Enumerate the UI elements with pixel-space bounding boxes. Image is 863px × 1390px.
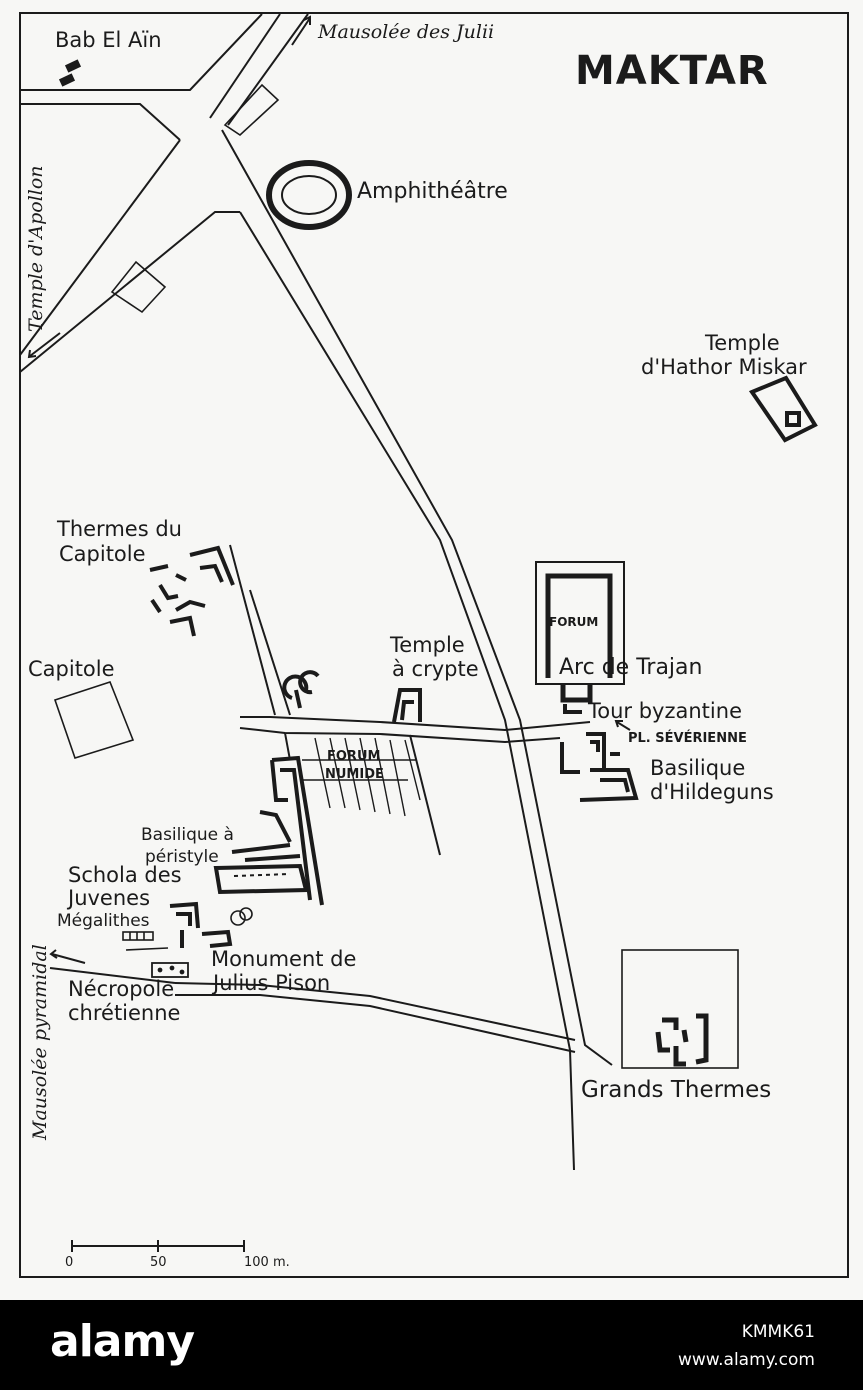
map-area: 0 50 100 m. MAKTAR Bab El Aïn Mausolée d… [19,12,849,1278]
label-thermes-capitole-line1: Thermes du [56,517,182,541]
temple-hathor-structure [748,375,818,443]
label-temple-crypte-line1: Temple [389,633,465,657]
label-necropole-line1: Nécropole [68,977,174,1001]
forum-structure [535,561,625,714]
label-forum-numide-line1: FORUM [327,749,380,764]
round-monument [282,670,320,709]
arrow-to-mausolee-julii [291,17,311,46]
grands-thermes-structure [655,1013,709,1067]
brand-logo: alamy [50,1316,195,1367]
label-temple-hathor-line2: d'Hathor Miskar [641,355,807,379]
basilique-hildeguns-structure [560,732,639,802]
label-amphitheatre: Amphithéâtre [357,179,508,204]
site-url: www.alamy.com [677,1350,815,1370]
label-temple-crypte-line2: à crypte [392,657,479,681]
temple-crypte-structure [392,688,422,723]
label-basilique-peristyle-line2: péristyle [145,847,219,867]
watermark-footer: alamy KMMK61 www.alamy.com [0,1300,863,1390]
roads [19,13,613,1171]
megalithes-structure [122,931,169,951]
forum-numide-hatch [300,737,421,817]
label-necropole-line2: chrétienne [68,1001,180,1025]
map-canvas: 0 50 100 m. MAKTAR Bab El Aïn Mausolée d… [19,12,849,1278]
bab-el-ain-structure [58,59,82,87]
label-forum: FORUM [549,615,598,629]
label-temple-apollon: Temple d'Apollon [25,165,47,332]
basilique-peristyle-structure [213,755,324,906]
arrow-to-mausolee-pyramidal [51,953,86,964]
label-capitole: Capitole [28,657,115,681]
label-pl-severienne: PL. SÉVÉRIENNE [628,730,747,746]
label-tour-byzantine: Tour byzantine [587,699,742,723]
arrow-to-pl-severienne [616,721,631,731]
label-basilique-peristyle-line1: Basilique à [141,825,234,845]
label-schola-line1: Schola des [68,863,182,887]
label-basilique-hildeguns-line2: d'Hildeguns [650,780,774,804]
monument-pison-structure [151,962,189,978]
map-frame [19,12,849,1278]
label-bab-el-ain: Bab El Aïn [55,28,162,52]
label-monument-pison-line2: Julius Pison [211,971,330,995]
amphitheatre-structure [266,160,352,230]
scale-bar [71,1240,245,1252]
tree-symbol [230,907,253,926]
label-arc-trajan: Arc de Trajan [559,655,702,680]
scale-tick-100: 100 m. [244,1255,290,1270]
schola-structure [169,901,233,948]
scale-tick-0: 0 [65,1255,73,1270]
label-schola-line2: Juvenes [66,886,150,910]
direction-arrows [27,15,631,964]
label-mausolee-pyramidal: Mausolée pyramidal [29,944,51,1141]
small-plots [53,83,739,1069]
arrow-to-temple-apollon [29,332,61,357]
label-thermes-capitole-line2: Capitole [59,542,146,566]
thermes-capitole-structure [149,545,235,637]
label-forum-numide-line2: NUMIDE [325,767,384,782]
label-mausolee-julii: Mausolée des Julii [317,21,494,43]
label-grands-thermes: Grands Thermes [581,1077,771,1103]
map-title: MAKTAR [575,48,769,94]
label-megalithes: Mégalithes [57,911,150,931]
label-monument-pison-line1: Monument de [211,947,356,971]
label-temple-hathor-line1: Temple [704,331,780,355]
image-id: KMMK61 [741,1322,815,1342]
scale-tick-50: 50 [150,1255,167,1270]
label-basilique-hildeguns-line1: Basilique [650,756,745,780]
